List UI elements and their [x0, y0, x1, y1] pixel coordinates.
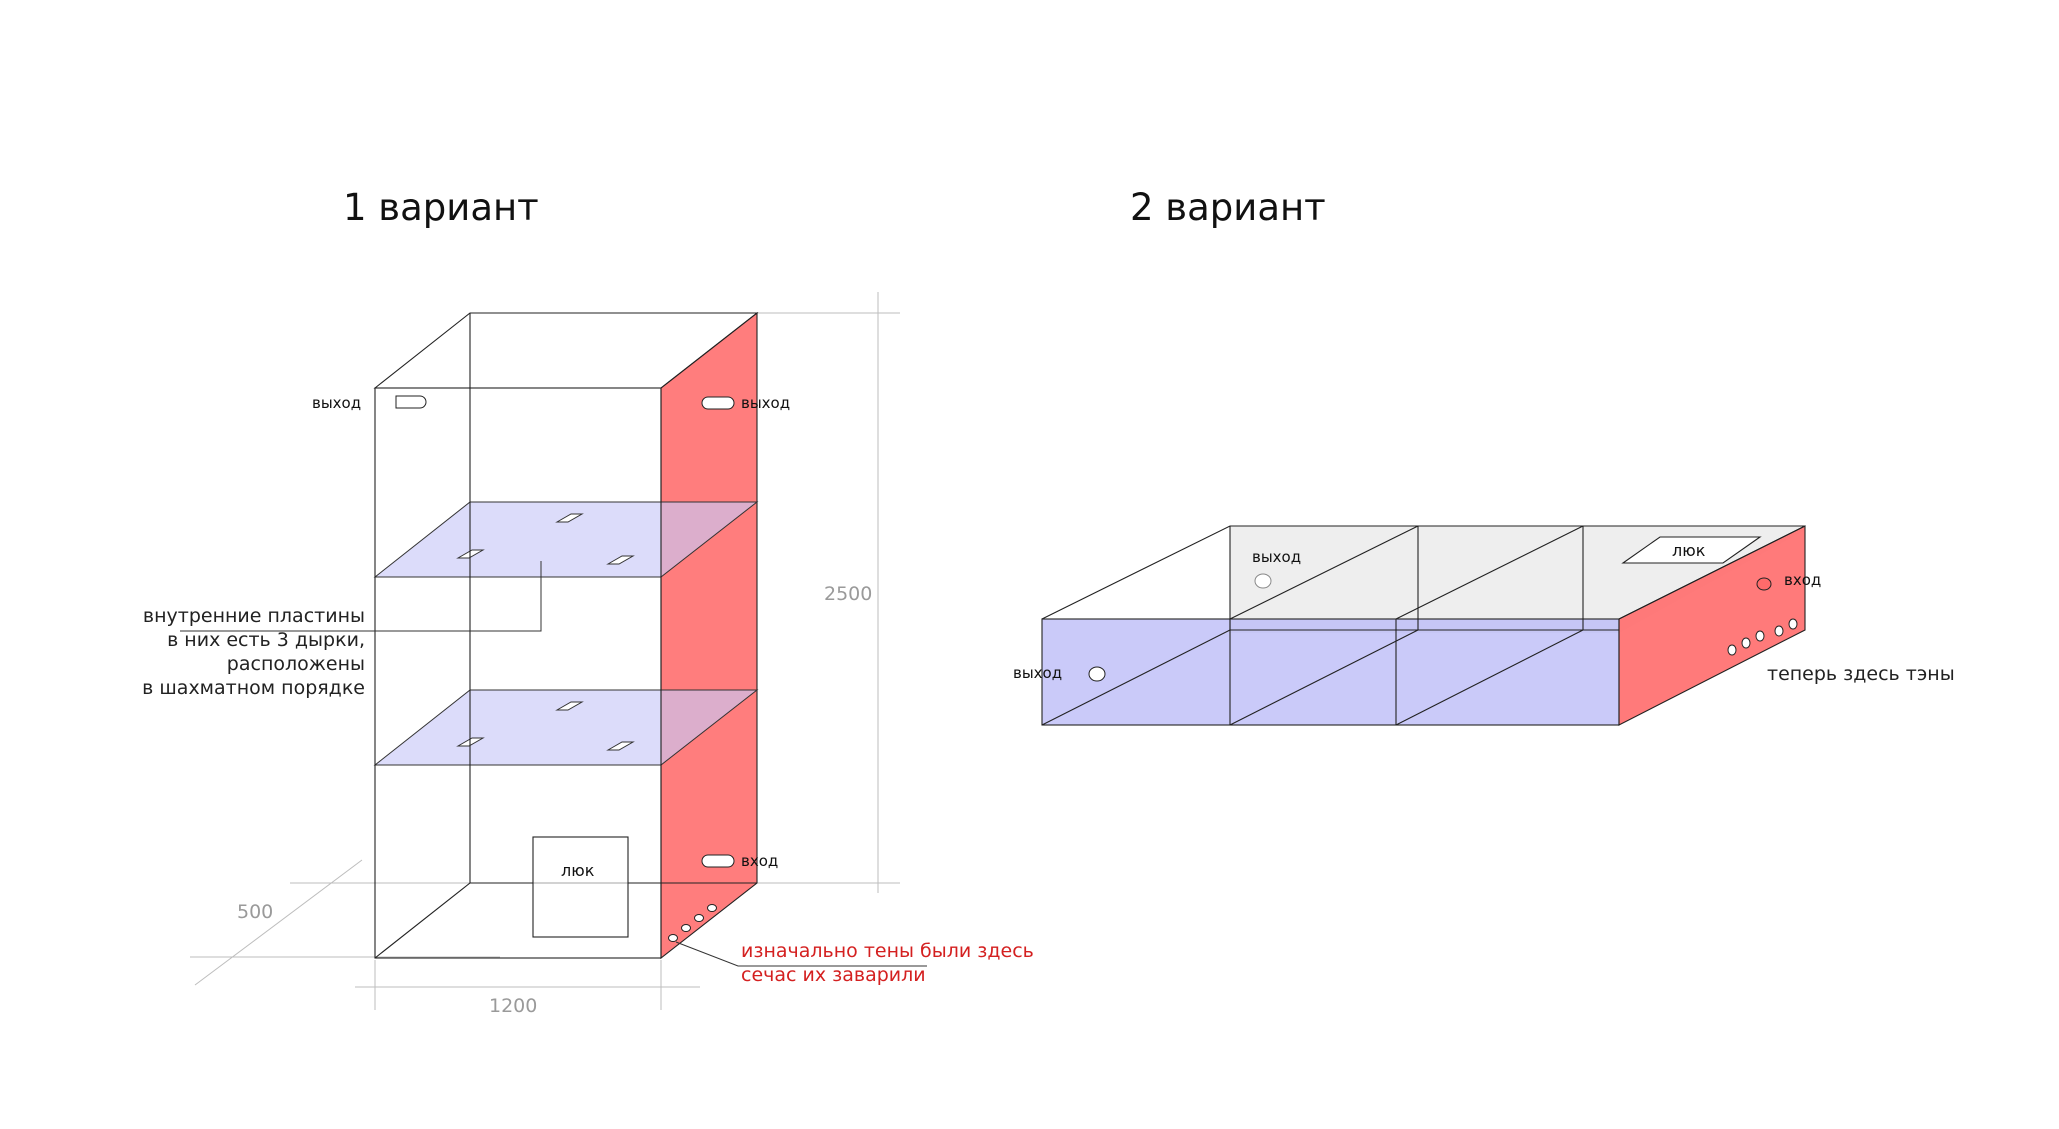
inlet-label: вход: [741, 852, 778, 870]
inlet-port-2: [1756, 577, 1772, 591]
hatch-top: [1621, 536, 1762, 564]
variant-2: 2 вариант люк выход: [1013, 186, 1955, 726]
hatch-label: люк: [561, 861, 595, 880]
old-heaters-note-line-2: сечас их заварили: [741, 964, 926, 986]
inlet-port: [701, 854, 735, 868]
plates-note-leader: [180, 561, 542, 632]
outlet-label-right: выход: [741, 394, 790, 412]
dimension-height: 2500: [824, 583, 872, 605]
outlet-port-left: [395, 395, 427, 409]
variant-1-title: 1 вариант: [343, 186, 539, 229]
outlet-top-label: выход: [1252, 548, 1301, 566]
plates-note-line-1: внутренние пластины: [143, 605, 365, 627]
variant-2-title: 2 вариант: [1130, 186, 1326, 229]
box-wireframe: [373, 312, 759, 959]
outlet-port-left-2: [1088, 666, 1106, 682]
plates-note-line-2: в них есть 3 дырки,: [167, 629, 365, 651]
dimension-width: 1200: [489, 995, 537, 1017]
hatch-top-label: люк: [1672, 541, 1706, 560]
outlet-port-right: [701, 396, 735, 410]
old-heater-holes: [668, 904, 717, 942]
dimension-lines-1: [190, 292, 900, 1010]
dimension-depth: 500: [237, 901, 273, 923]
plates-note-line-3: расположены: [227, 653, 365, 675]
heaters-note-leader: [675, 941, 927, 967]
old-heaters-note-line-1: изначально тены были здесь: [741, 940, 1034, 962]
new-heaters-note: теперь здесь тэны: [1767, 663, 1955, 685]
water-volume: [1042, 619, 1619, 725]
plates-note-line-4: в шахматном порядке: [142, 677, 365, 699]
plate-holes: [456, 513, 635, 751]
outlet-port-top: [1254, 573, 1272, 589]
outlet-label-left: выход: [312, 394, 361, 412]
variant-1: 1 вариант 2500 500 1200: [142, 186, 1034, 1017]
hatch-door: [532, 836, 629, 938]
new-heater-holes: [1727, 618, 1798, 656]
outlet-left-label: выход: [1013, 664, 1062, 682]
inlet-label-2: вход: [1784, 571, 1821, 589]
tank-wireframe: [1041, 525, 1806, 726]
